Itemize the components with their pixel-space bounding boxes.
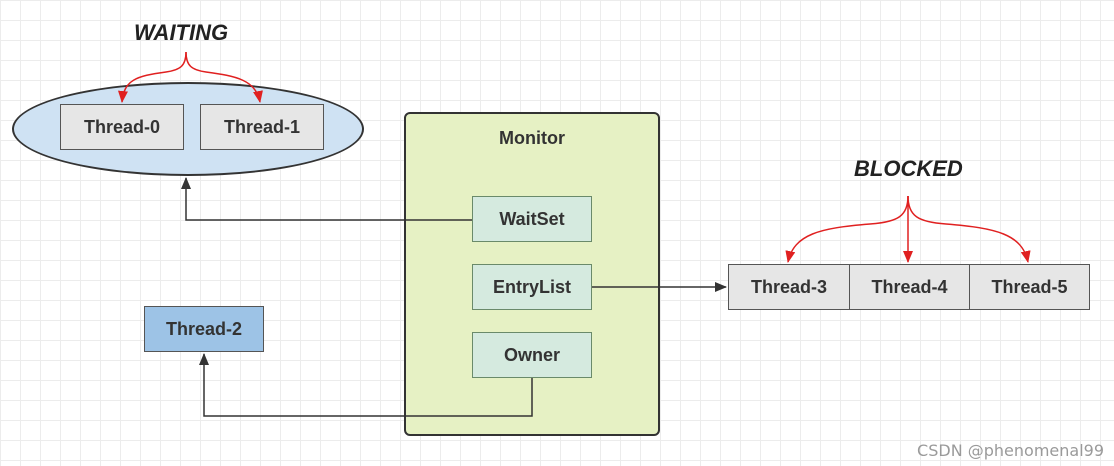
owner-box: Owner [472,332,592,378]
entrylist-box: EntryList [472,264,592,310]
thread-0-box: Thread-0 [60,104,184,150]
blocked-brace-left-arrow [785,195,909,263]
blocked-brace-right-arrow [907,195,1031,263]
waiting-brace-right-arrow [185,51,263,103]
waiting-brace-left-arrow [118,51,187,103]
blocked-label: BLOCKED [854,156,963,181]
waitset-box: WaitSet [472,196,592,242]
thread-1-box: Thread-1 [200,104,324,150]
monitor-title: Monitor [499,128,565,148]
csdn-watermark: CSDN @phenomenal99 [917,441,1104,460]
thread-2-box: Thread-2 [144,306,264,352]
waitset-to-waiting-arrow [181,177,472,221]
thread-4-box: Thread-4 [849,264,970,310]
thread-5-box: Thread-5 [969,264,1090,310]
waiting-label: WAITING [134,20,229,45]
thread-3-box: Thread-3 [728,264,850,310]
owner-to-thread2-arrow [199,353,533,417]
